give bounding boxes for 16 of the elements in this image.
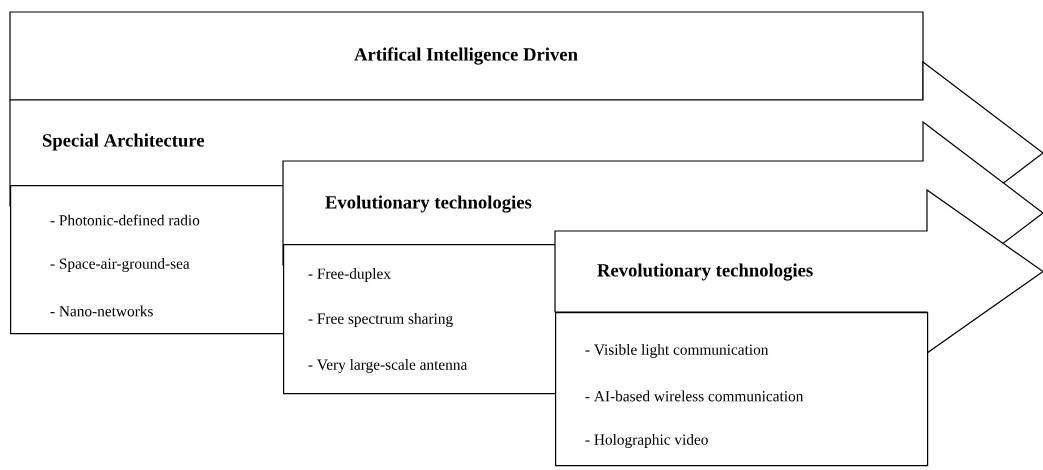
list-item: - Holographic video [585, 434, 708, 448]
list-item: - AI-based wireless communication [585, 390, 804, 402]
list-item: - Free spectrum sharing [308, 313, 453, 327]
list-box [555, 312, 929, 467]
list-item: - Photonic-defined radio [50, 214, 200, 226]
list-box [10, 185, 285, 335]
list-item: - Nano-networks [50, 305, 153, 317]
node-label: Special Architecture [42, 133, 205, 151]
list-item: - Free-duplex [308, 268, 391, 282]
node-label: Revolutionary technologies [597, 263, 813, 281]
list-item: - Space-air-ground-sea [50, 258, 190, 272]
list-item: - Visible light communication [585, 344, 769, 358]
list-item: - Very large-scale antenna [308, 359, 468, 373]
node-label: Evolutionary technologies [325, 195, 532, 213]
banner-box: Artifical Intelligence Driven [9, 11, 924, 101]
list-box [283, 244, 557, 395]
